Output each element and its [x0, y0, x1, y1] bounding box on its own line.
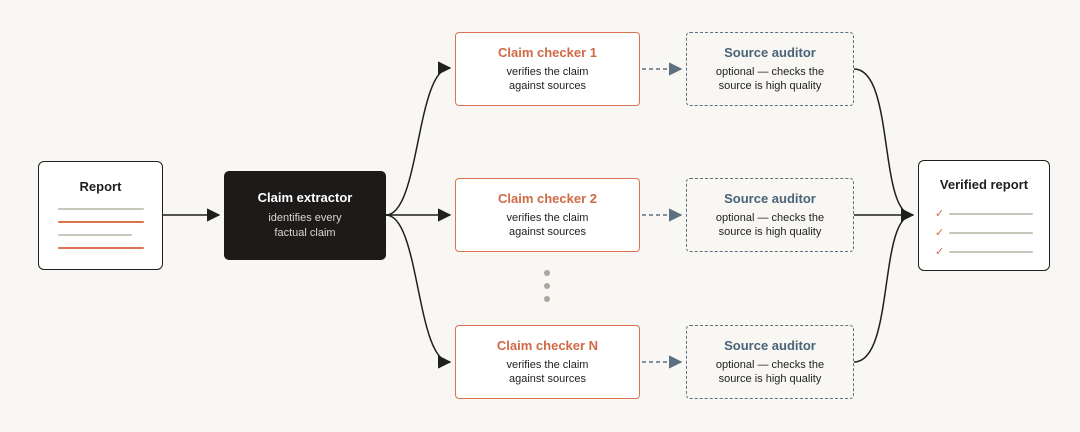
ellipsis-dot [544, 296, 550, 302]
verified-line [949, 250, 1033, 253]
report-line [57, 247, 144, 249]
report-line [57, 234, 132, 236]
arrow-auditor-1-to-verified [853, 68, 914, 216]
source-auditor-desc-line: optional — checks the [715, 66, 825, 78]
claim-checker-title: Claim checker 1 [497, 45, 597, 60]
source-auditor-desc: optional — checks the source is high qua… [716, 211, 824, 239]
source-auditor-desc-line: source is high quality [718, 373, 822, 385]
source-auditor-desc-line: source is high quality [718, 80, 822, 92]
arrow-extractor-to-checker-n [385, 214, 452, 369]
source-auditor-desc-line: optional — checks the [715, 359, 825, 371]
source-auditor-title: Source auditor [724, 191, 816, 206]
verified-report-rows: ✓ ✓ ✓ [935, 204, 1033, 261]
claim-checker-title: Claim checker 2 [497, 191, 597, 206]
report-title: Report [79, 179, 122, 194]
source-auditor-n-node: Source auditor optional — checks the sou… [686, 325, 854, 399]
arrow-extractor-to-checker-1 [385, 61, 452, 216]
source-auditor-desc: optional — checks the source is high qua… [716, 358, 824, 386]
report-lines [57, 208, 144, 260]
claim-extractor-desc-line: factual claim [274, 227, 336, 239]
claim-checker-2-node: Claim checker 2 verifies the claim again… [455, 178, 640, 252]
source-auditor-desc: optional — checks the source is high qua… [716, 65, 824, 93]
claim-checker-desc: verifies the claim against sources [507, 65, 589, 93]
ellipsis-dot [544, 283, 550, 289]
claim-checker-desc-line: against sources [508, 373, 587, 385]
claim-checker-desc: verifies the claim against sources [507, 358, 589, 386]
claim-extractor-desc-line: identifies every [268, 212, 342, 224]
verified-report-node: Verified report ✓ ✓ ✓ [918, 160, 1050, 271]
arrow-auditor-n-to-verified [853, 214, 914, 363]
claim-checker-desc-line: verifies the claim [506, 212, 589, 224]
report-line [57, 221, 144, 223]
source-auditor-desc-line: optional — checks the [715, 212, 825, 224]
source-auditor-desc-line: source is high quality [718, 226, 822, 238]
checkmark-icon: ✓ [935, 227, 945, 239]
more-checkers-ellipsis [544, 270, 552, 309]
verified-line [949, 212, 1033, 215]
report-node: Report [38, 161, 163, 270]
verified-line [949, 231, 1033, 234]
checkmark-icon: ✓ [935, 246, 945, 258]
source-auditor-title: Source auditor [724, 338, 816, 353]
source-auditor-title: Source auditor [724, 45, 816, 60]
claim-checker-desc-line: against sources [508, 226, 587, 238]
claim-extractor-title: Claim extractor [257, 190, 353, 205]
claim-checker-n-node: Claim checker N verifies the claim again… [455, 325, 640, 399]
claim-checker-desc: verifies the claim against sources [507, 211, 589, 239]
checkmark-icon: ✓ [935, 208, 945, 220]
verified-row: ✓ [935, 204, 1033, 223]
claim-checker-desc-line: against sources [508, 80, 587, 92]
claim-checker-desc-line: verifies the claim [506, 66, 589, 78]
claim-checker-1-node: Claim checker 1 verifies the claim again… [455, 32, 640, 106]
source-auditor-2-node: Source auditor optional — checks the sou… [686, 178, 854, 252]
source-auditor-1-node: Source auditor optional — checks the sou… [686, 32, 854, 106]
claim-extractor-desc: identifies every factual claim [268, 211, 341, 241]
ellipsis-dot [544, 270, 550, 276]
verified-report-title: Verified report [939, 177, 1029, 192]
claim-checker-desc-line: verifies the claim [506, 359, 589, 371]
claim-extractor-node: Claim extractor identifies every factual… [224, 171, 386, 260]
claim-checker-title: Claim checker N [496, 338, 599, 353]
report-line [57, 208, 144, 210]
verified-row: ✓ [935, 242, 1033, 261]
verified-row: ✓ [935, 223, 1033, 242]
